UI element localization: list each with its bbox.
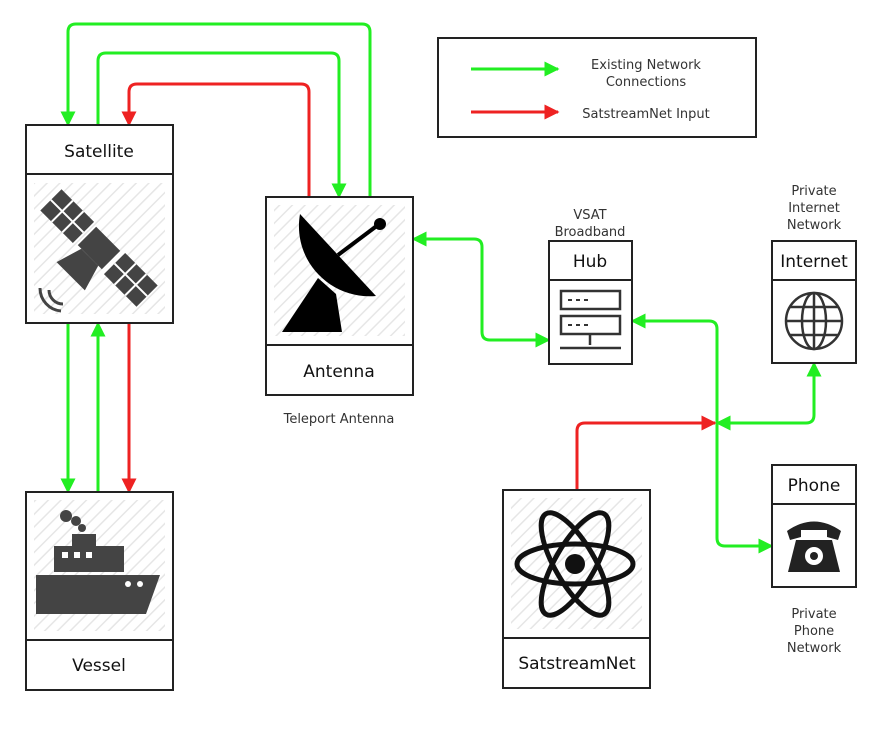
vsat-caption-line2: Broadband bbox=[555, 225, 626, 240]
ship-icon bbox=[36, 510, 160, 614]
satstreamnet-network-input bbox=[575, 415, 717, 490]
dish-antenna-icon bbox=[282, 214, 386, 332]
private-phone-caption-line2: Phone bbox=[794, 624, 834, 639]
antenna-to-satellite-connection bbox=[60, 22, 372, 197]
atom-icon bbox=[514, 510, 636, 618]
satstreamnet-antenna-to-satellite-input bbox=[121, 82, 311, 197]
antenna-label: Antenna bbox=[303, 362, 375, 382]
satellite-to-antenna-connection bbox=[96, 51, 347, 199]
private-internet-caption-line1: Private bbox=[791, 184, 836, 199]
phone-node: Phone Private Phone Network bbox=[771, 464, 857, 656]
satellite-icon bbox=[38, 189, 158, 313]
legend-existing-label-line2: Connections bbox=[606, 75, 687, 90]
teleport-antenna-caption: Teleport Antenna bbox=[283, 412, 395, 427]
connections bbox=[60, 22, 822, 554]
legend-input-label: SatstreamNet Input bbox=[582, 107, 710, 122]
satstreamnet-node: SatstreamNet bbox=[502, 489, 651, 689]
antenna-node: Antenna bbox=[265, 196, 414, 396]
legend: Existing Network Connections SatstreamNe… bbox=[437, 37, 757, 138]
legend-existing-label: Existing Network bbox=[591, 58, 701, 73]
hub-phone-connection bbox=[630, 313, 774, 554]
globe-icon bbox=[784, 291, 844, 351]
hub-node: VSAT Broadband Hub bbox=[548, 208, 633, 365]
private-internet-caption-line3: Network bbox=[787, 218, 842, 233]
legend-box bbox=[437, 37, 757, 138]
phone-label: Phone bbox=[788, 476, 841, 496]
private-internet-caption-line2: Internet bbox=[788, 201, 840, 216]
vsat-caption-line1: VSAT bbox=[573, 208, 606, 223]
hub-label: Hub bbox=[573, 252, 607, 272]
antenna-hub-connection bbox=[411, 231, 551, 348]
satellite-label: Satellite bbox=[64, 142, 134, 162]
satellite-node: Satellite bbox=[25, 124, 174, 324]
satstreamnet-label: SatstreamNet bbox=[518, 654, 636, 674]
vessel-node: Vessel bbox=[25, 491, 174, 691]
telephone-icon bbox=[787, 521, 841, 572]
internet-node: Private Internet Network Internet bbox=[771, 184, 857, 364]
server-icon bbox=[559, 289, 622, 350]
private-phone-caption-line1: Private bbox=[791, 607, 836, 622]
vessel-label: Vessel bbox=[72, 656, 126, 676]
private-phone-caption-line3: Network bbox=[787, 641, 842, 656]
junction-internet-connection bbox=[715, 361, 822, 431]
internet-label: Internet bbox=[780, 252, 848, 272]
